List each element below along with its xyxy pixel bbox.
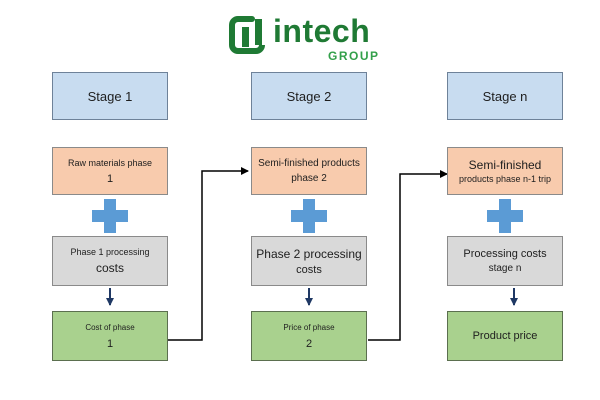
stage-n-cost-box: Processing costs stage n — [447, 236, 563, 286]
connector-stage-2-to-n — [368, 170, 448, 341]
stage-2-cost-box: Phase 2 processing costs — [251, 236, 367, 286]
cost-label-line2: costs — [95, 261, 124, 275]
stage-label: Stage 1 — [87, 88, 133, 104]
stage-1-header: Stage 1 — [52, 72, 168, 120]
plus-icon — [291, 199, 327, 233]
phase-label-line2: phase 2 — [291, 173, 327, 184]
plus-icon — [487, 199, 523, 233]
cost-label-line1: Processing costs — [463, 248, 547, 260]
intech-group-logo: intech GROUP — [228, 11, 398, 63]
phase-label-line1: Semi-finished products — [258, 158, 360, 169]
cost-label-line2: stage n — [488, 263, 522, 274]
stage-1-cost-box: Phase 1 processing costs — [52, 236, 168, 286]
stage-label: Stage n — [482, 88, 528, 104]
stage-n-price-box: Product price — [447, 311, 563, 361]
logo-wordmark: intech — [273, 13, 371, 49]
stage-2-header: Stage 2 — [251, 72, 367, 120]
plus-icon — [92, 199, 128, 233]
stage-n-header: Stage n — [447, 72, 563, 120]
price-label-line1: Cost of phase — [85, 322, 135, 332]
stage-1-price-box: Cost of phase 1 — [52, 311, 168, 361]
logo-group-text: GROUP — [328, 49, 380, 63]
intech-logo-mark-icon — [229, 16, 265, 54]
cost-label-line2: costs — [296, 263, 322, 276]
stage-2-phase-box: Semi-finished products phase 2 — [251, 147, 367, 195]
price-label-line2: 2 — [305, 337, 313, 350]
cost-label-line1: Phase 1 processing — [70, 247, 150, 257]
phase-label-line2: 1 — [106, 172, 114, 185]
stage-label: Stage 2 — [286, 88, 332, 104]
phase-label-line2: products phase n-1 trip — [458, 174, 552, 184]
price-label-line1: Price of phase — [283, 322, 335, 332]
price-label-line2: 1 — [106, 337, 114, 350]
stage-1-phase-box: Raw materials phase 1 — [52, 147, 168, 195]
stage-n-phase-box: Semi-finished products phase n-1 trip — [447, 147, 563, 195]
connector-stage-1-to-2 — [168, 167, 249, 341]
cost-label-line1: Phase 2 processing — [256, 246, 362, 261]
phase-label-line1: Semi-finished — [468, 158, 542, 172]
price-label-line1: Product price — [472, 330, 538, 342]
stage-2-price-box: Price of phase 2 — [251, 311, 367, 361]
phase-label-line1: Raw materials phase — [67, 157, 153, 168]
